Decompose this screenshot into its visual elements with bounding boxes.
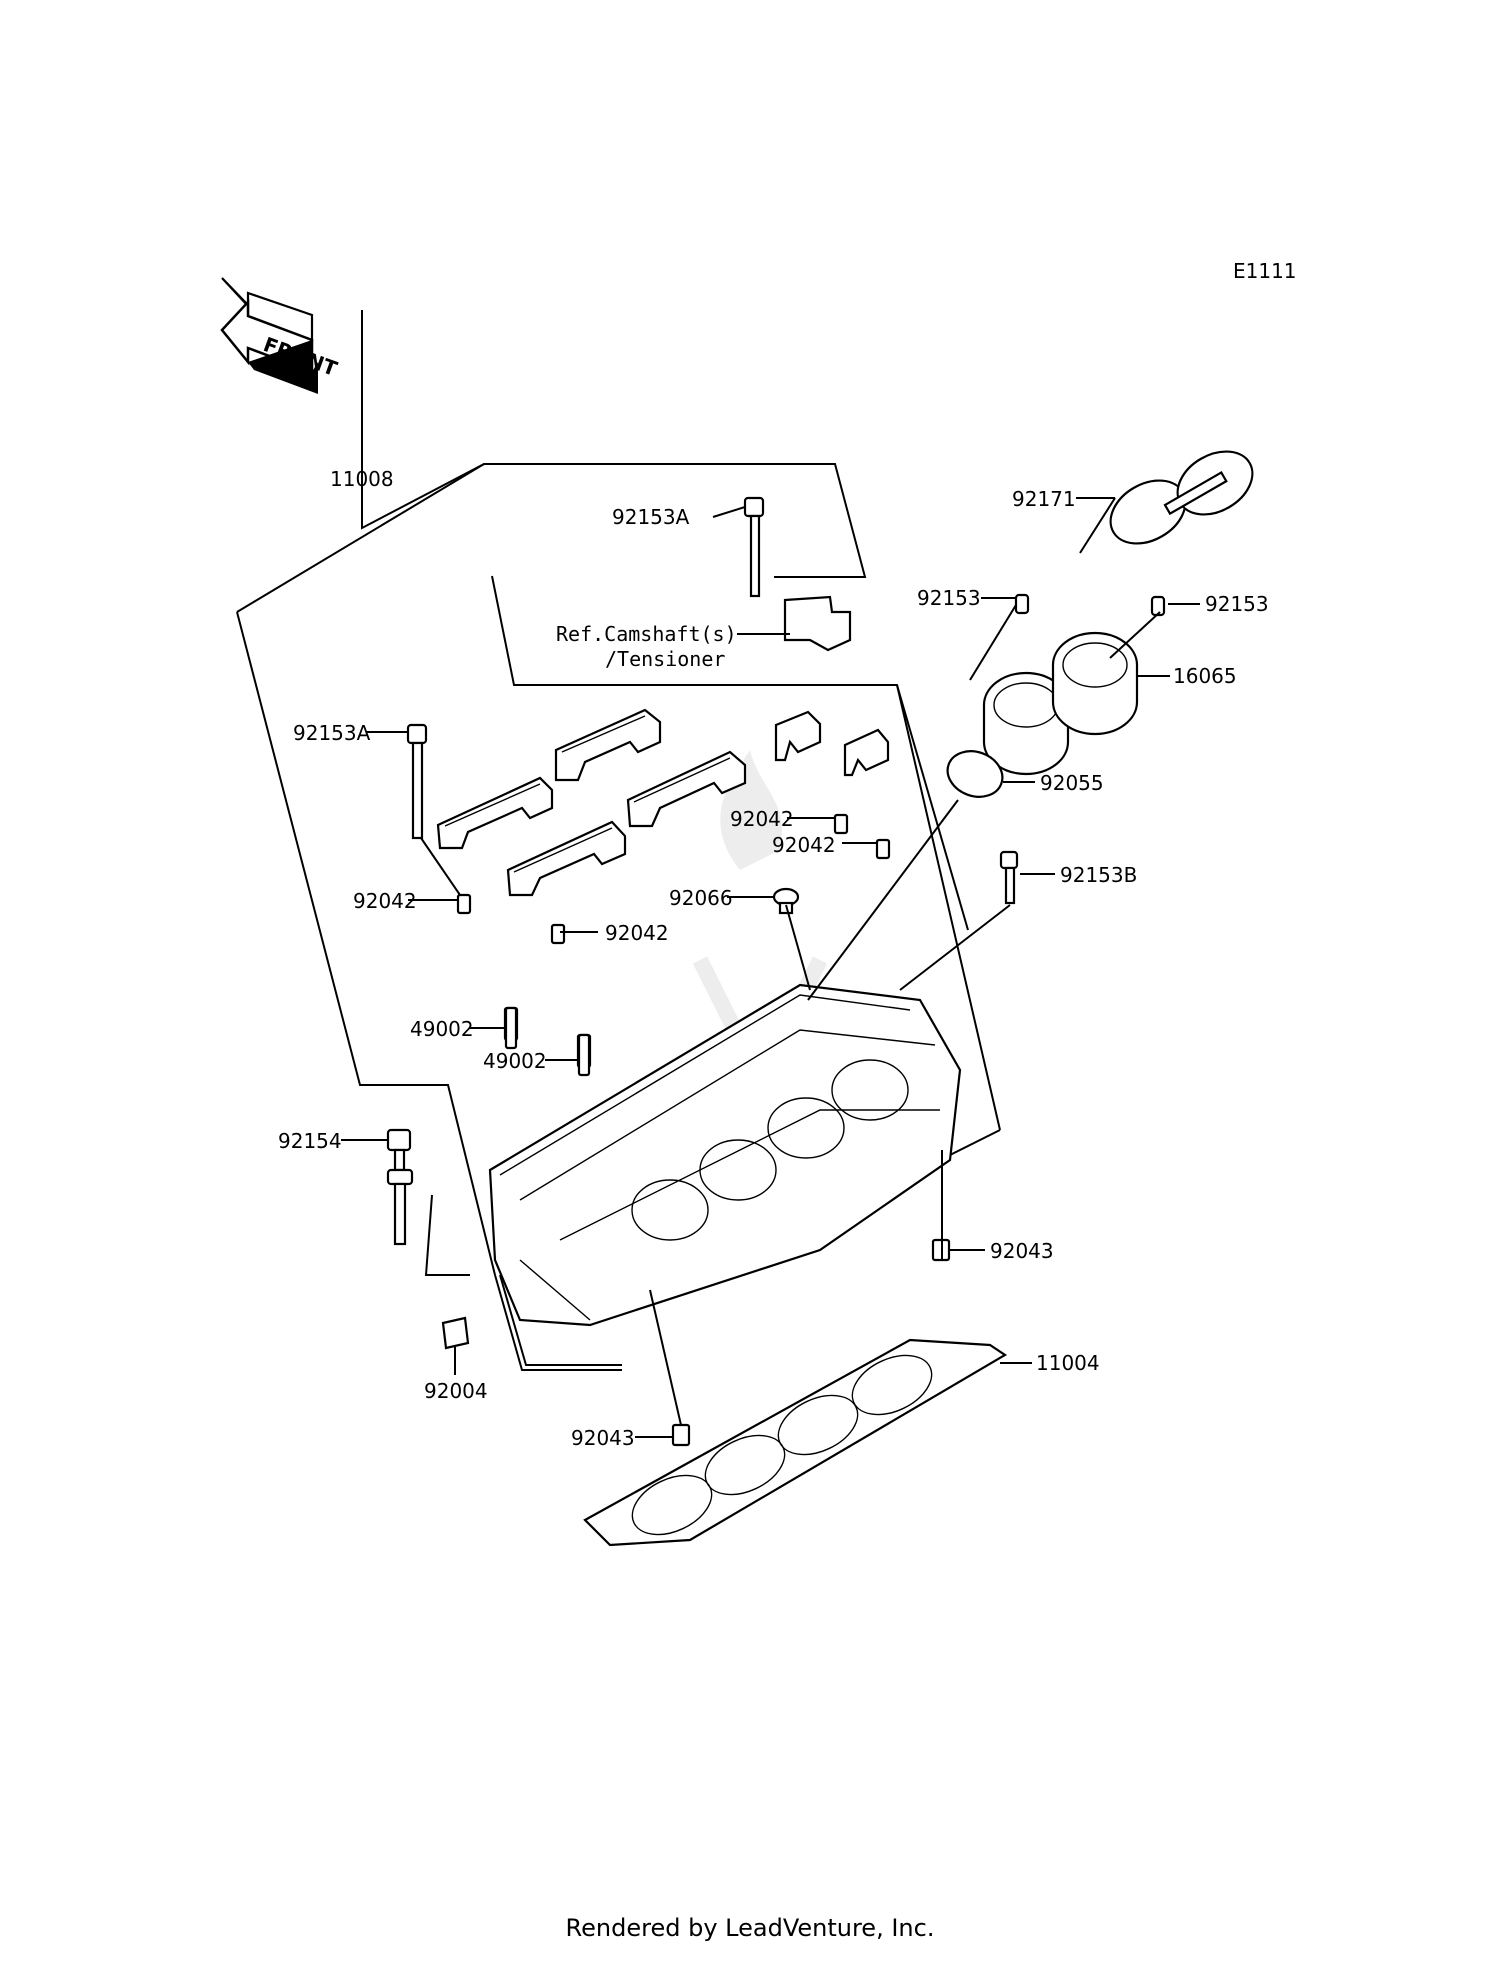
- reference-note-line2: /Tensioner: [605, 647, 725, 671]
- intake-holder-left: [982, 671, 1070, 776]
- label-92043-left: 92043: [571, 1426, 635, 1450]
- label-92066: 92066: [669, 886, 733, 910]
- group-frame-lines: [236, 310, 1001, 1371]
- cam-cap-4: [506, 820, 627, 897]
- leader-lines: [341, 497, 1200, 1438]
- label-92042-b: 92042: [772, 833, 836, 857]
- label-92153A-left: 92153A: [293, 721, 371, 745]
- tensioner-bracket: [783, 595, 852, 652]
- label-92042-a: 92042: [730, 807, 794, 831]
- label-92042-c: 92042: [353, 889, 417, 913]
- cam-cap-2: [554, 708, 662, 782]
- bolt-92153-small-a: [1014, 593, 1030, 615]
- reference-note-line1: Ref.Camshaft(s): [556, 622, 737, 646]
- cam-cap-3: [626, 750, 747, 828]
- label-49002-a: 49002: [410, 1017, 474, 1041]
- label-49002-b: 49002: [483, 1049, 547, 1073]
- cam-cap-1: [436, 776, 554, 850]
- label-92153B: 92153B: [1060, 863, 1137, 887]
- label-92153-right: 92153: [1205, 592, 1269, 616]
- label-16065: 16065: [1173, 664, 1237, 688]
- cylinder-head: [488, 983, 962, 1327]
- bolt-92153B: [999, 850, 1019, 905]
- label-92043-right: 92043: [990, 1239, 1054, 1263]
- diagram-code: E1111: [1233, 259, 1297, 283]
- footer-credit: Rendered by LeadVenture, Inc.: [565, 1914, 935, 1942]
- valve-guides-49002: [504, 1006, 591, 1077]
- bolt-92153A-top: [743, 496, 765, 598]
- label-11008: 11008: [330, 467, 394, 491]
- label-92153-left: 92153: [917, 586, 981, 610]
- plug-92066: [772, 887, 800, 915]
- label-92055: 92055: [1040, 771, 1104, 795]
- clamp-92171: [1109, 450, 1254, 545]
- cam-cap-5: [774, 710, 890, 777]
- intake-holder-right: [1051, 631, 1139, 736]
- label-92042-d: 92042: [605, 921, 669, 945]
- front-arrow-icon: FRONT: [220, 277, 341, 394]
- o-ring-92055: [946, 750, 1004, 798]
- bolt-92153A-left: [406, 723, 428, 840]
- bolt-92154: [386, 1128, 414, 1246]
- bolt-92153-small-b: [1150, 595, 1166, 617]
- label-92154: 92154: [278, 1129, 342, 1153]
- label-11004: 11004: [1036, 1351, 1100, 1375]
- label-92171: 92171: [1012, 487, 1076, 511]
- head-gasket-11004: [583, 1338, 1008, 1547]
- label-92004: 92004: [424, 1379, 488, 1403]
- label-92153A-top: 92153A: [612, 505, 690, 529]
